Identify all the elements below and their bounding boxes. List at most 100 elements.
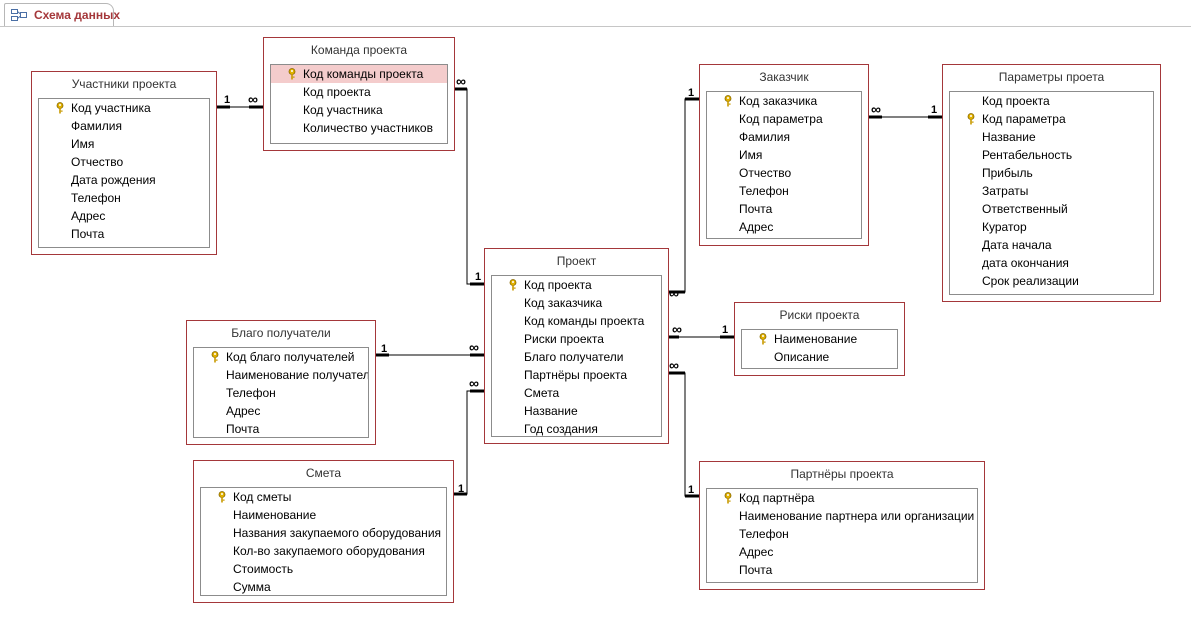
field-row[interactable]: Рентабельность: [950, 146, 1153, 164]
field-row[interactable]: Затраты: [950, 182, 1153, 200]
table-riski-proekta[interactable]: Риски проекта Наименование Описание: [734, 302, 905, 376]
table-uchastniki-proekta[interactable]: Участники проекта Код участника Фамилия …: [31, 71, 217, 255]
cardinality-many: ∞: [669, 357, 679, 373]
field-row[interactable]: Код сметы: [201, 488, 446, 506]
field-row[interactable]: Телефон: [707, 525, 977, 543]
field-row[interactable]: Название: [492, 402, 661, 420]
field-row[interactable]: Наименование: [201, 506, 446, 524]
field-row[interactable]: Код партнёра: [707, 489, 977, 507]
field-row[interactable]: Адрес: [707, 218, 861, 236]
field-row[interactable]: Год создания: [492, 420, 661, 436]
field-row[interactable]: Код благо получателей: [194, 348, 368, 366]
field-row[interactable]: Код проекта: [271, 83, 447, 101]
table-partnery-proekta[interactable]: Партнёры проекта Код партнёра Наименован…: [699, 461, 985, 590]
table-title: Проект: [556, 254, 597, 268]
field-row[interactable]: Имя: [39, 135, 209, 153]
field-list[interactable]: Код команды проекта Код проекта Код учас…: [270, 64, 448, 144]
field-row[interactable]: Название: [950, 128, 1153, 146]
field-list[interactable]: Код благо получателей Наименование получ…: [193, 347, 369, 438]
table-parametry-proekta[interactable]: Параметры проета Код проекта Код парамет…: [942, 64, 1161, 302]
field-label: Кол-во закупаемого оборудования: [233, 544, 425, 558]
field-row[interactable]: Фамилия: [707, 128, 861, 146]
field-row[interactable]: Смета: [492, 384, 661, 402]
field-row[interactable]: Код участника: [39, 99, 209, 117]
field-row[interactable]: Код команды проекта: [492, 312, 661, 330]
field-row[interactable]: Код проекта: [492, 276, 661, 294]
field-row[interactable]: Прибыль: [950, 164, 1153, 182]
field-row[interactable]: Дата начала: [950, 236, 1153, 254]
field-row[interactable]: дата окончания: [950, 254, 1153, 272]
primary-key-icon: [56, 102, 64, 114]
field-label: Отчество: [739, 166, 792, 180]
table-proekt[interactable]: Проект Код проекта Код заказчика Код ком…: [484, 248, 669, 444]
field-list[interactable]: Код заказчика Код параметра Фамилия Имя …: [706, 91, 862, 239]
table-zakazchik[interactable]: Заказчик Код заказчика Код параметра Фам…: [699, 64, 869, 246]
field-row[interactable]: Код параметра: [707, 110, 861, 128]
field-row[interactable]: Код участника: [271, 101, 447, 119]
field-row[interactable]: Код проекта: [950, 92, 1153, 110]
field-row[interactable]: Партнёры проекта: [492, 366, 661, 384]
primary-key-icon: [218, 491, 226, 503]
field-row[interactable]: Названия закупаемого оборудования: [201, 524, 446, 542]
field-label: Телефон: [739, 527, 789, 541]
primary-key-icon: [967, 113, 975, 125]
field-label: Код благо получателей: [226, 350, 355, 364]
table-komanda-proekta[interactable]: Команда проекта Код команды проекта Код …: [263, 37, 455, 151]
field-row[interactable]: Кол-во закупаемого оборудования: [201, 542, 446, 560]
field-row[interactable]: Дата рождения: [39, 171, 209, 189]
table-smeta[interactable]: Смета Код сметы Наименование Названия за…: [193, 460, 454, 603]
table-blago-poluchateli[interactable]: Благо получатели Код благо получателей Н…: [186, 320, 376, 445]
field-label: Код заказчика: [524, 296, 603, 310]
field-list[interactable]: Код сметы Наименование Названия закупаем…: [200, 487, 447, 596]
field-label: Код проекта: [303, 85, 371, 99]
field-row[interactable]: Ответственный: [950, 200, 1153, 218]
field-row[interactable]: Сумма: [201, 578, 446, 595]
field-row[interactable]: Адрес: [39, 207, 209, 225]
field-list[interactable]: Код партнёра Наименование партнера или о…: [706, 488, 978, 583]
field-row[interactable]: Имя: [707, 146, 861, 164]
cardinality-many: ∞: [871, 101, 881, 117]
field-row[interactable]: Код параметра: [950, 110, 1153, 128]
tab-label: Схема данных: [34, 8, 120, 22]
field-row[interactable]: Фамилия: [39, 117, 209, 135]
field-row[interactable]: Наименование получателя: [194, 366, 368, 384]
tab-data-schema[interactable]: Схема данных: [4, 3, 120, 26]
field-label: Код проекта: [982, 94, 1050, 108]
field-row[interactable]: Адрес: [707, 543, 977, 561]
field-row[interactable]: Код заказчика: [707, 92, 861, 110]
field-label: Код сметы: [233, 490, 292, 504]
field-row[interactable]: Отчество: [39, 153, 209, 171]
field-row[interactable]: Стоимость: [201, 560, 446, 578]
field-label: Имя: [71, 137, 95, 151]
field-row[interactable]: Количество участников: [271, 119, 447, 137]
field-row-selected[interactable]: Код команды проекта: [271, 65, 447, 83]
field-row[interactable]: Отчество: [707, 164, 861, 182]
field-row[interactable]: Телефон: [707, 182, 861, 200]
field-row[interactable]: Куратор: [950, 218, 1153, 236]
field-row[interactable]: Почта: [707, 200, 861, 218]
field-row[interactable]: Описание: [742, 348, 897, 366]
field-row[interactable]: Адрес: [194, 402, 368, 420]
field-label: Риски проекта: [524, 332, 604, 346]
field-row[interactable]: Почта: [39, 225, 209, 243]
field-row[interactable]: Телефон: [194, 384, 368, 402]
field-list[interactable]: Код проекта Код параметра Название Рента…: [949, 91, 1154, 295]
field-row[interactable]: Риски проекта: [492, 330, 661, 348]
field-label: Срок реализации: [982, 274, 1079, 288]
field-row[interactable]: Благо получатели: [492, 348, 661, 366]
primary-key-icon: [759, 333, 767, 345]
field-list[interactable]: Наименование Описание: [741, 329, 898, 369]
field-row[interactable]: Почта: [707, 561, 977, 579]
field-row[interactable]: Почта: [194, 420, 368, 437]
field-row[interactable]: Наименование: [742, 330, 897, 348]
field-list[interactable]: Код проекта Код заказчика Код команды пр…: [491, 275, 662, 437]
table-title: Команда проекта: [310, 43, 408, 57]
field-label: Дата рождения: [71, 173, 156, 187]
field-label: Телефон: [226, 386, 276, 400]
table-title: Смета: [305, 466, 342, 480]
field-row[interactable]: Наименование партнера или организации: [707, 507, 977, 525]
field-row[interactable]: Телефон: [39, 189, 209, 207]
field-row[interactable]: Срок реализации: [950, 272, 1153, 290]
field-list[interactable]: Код участника Фамилия Имя Отчество Дата …: [38, 98, 210, 248]
field-row[interactable]: Код заказчика: [492, 294, 661, 312]
